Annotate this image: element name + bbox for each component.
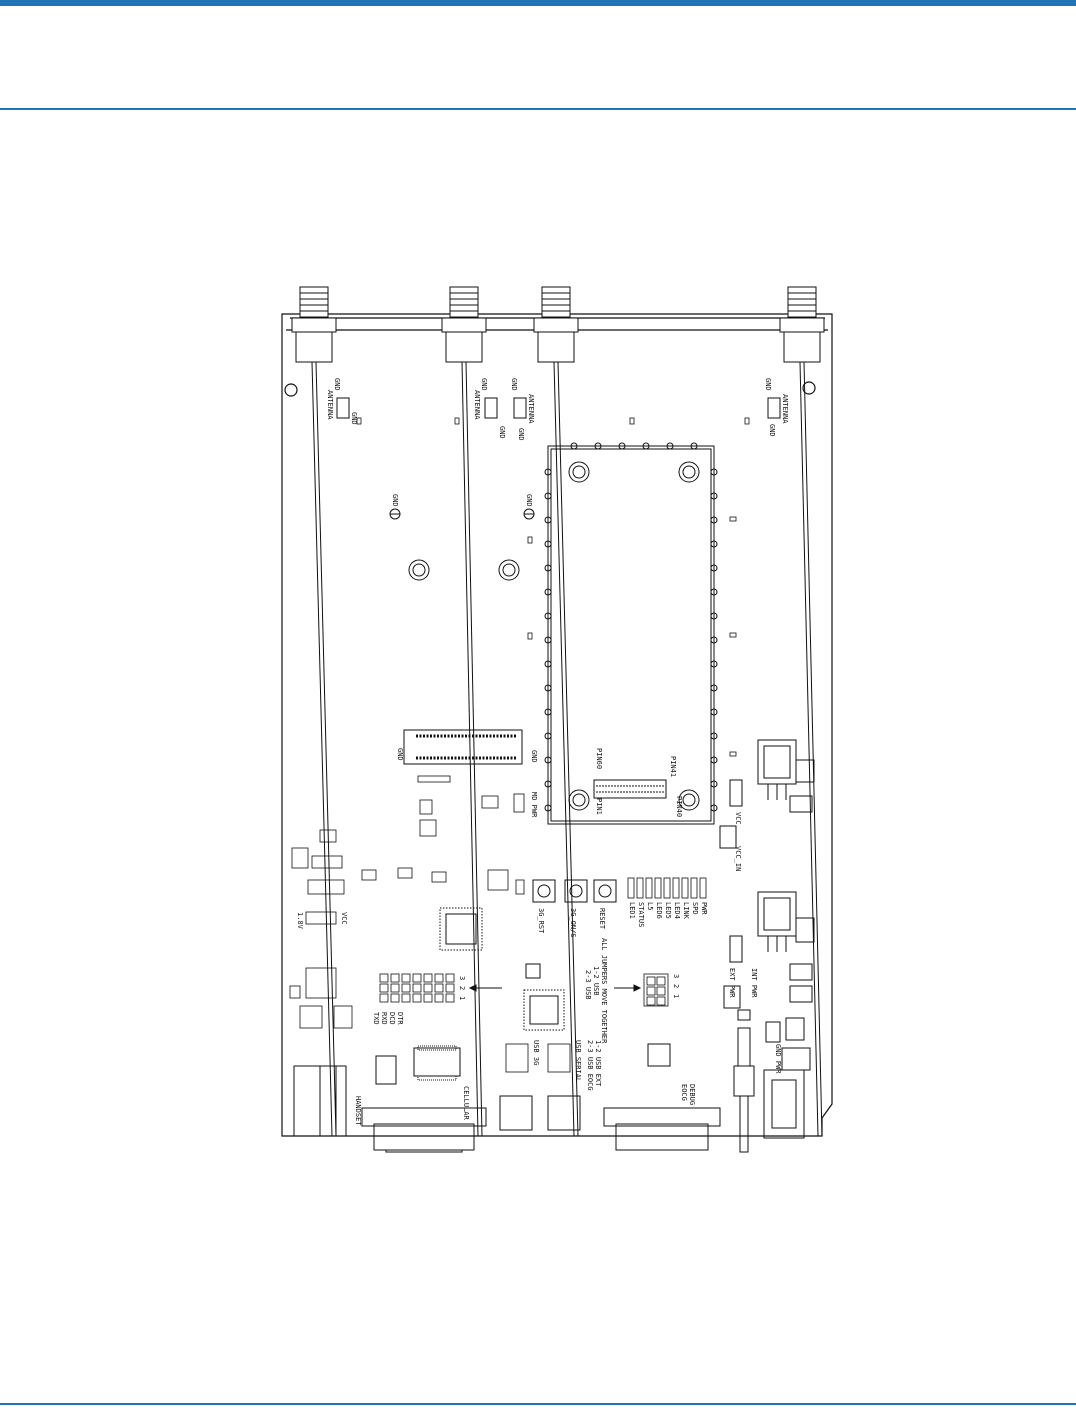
j23-usb-eocg-label: 2-3 USB EOCG: [586, 1040, 594, 1091]
3g-on-label: 3G_ON/S: [569, 908, 577, 938]
svg-text:GND: GND: [350, 412, 358, 425]
gnd-label: GND: [525, 494, 533, 507]
led: [681, 877, 689, 899]
pin40-label: PIN40: [675, 796, 683, 817]
antenna-cables: [311, 361, 823, 1137]
vcc-left-label: VCC: [340, 912, 348, 925]
jumper-num: 1: [458, 996, 466, 1000]
rxd-label: RXD: [380, 1012, 388, 1025]
antenna-connector-4: [779, 286, 825, 363]
small-pads: [356, 417, 750, 757]
led: [672, 877, 680, 899]
svg-text:1: 1: [672, 994, 680, 998]
svg-text:ANTENNA: ANTENNA: [781, 394, 789, 424]
header-rule-top: [0, 0, 1076, 6]
gnd-pwr-label: GND PWR: [774, 1044, 782, 1074]
led: [663, 877, 671, 899]
pin1-label: PIN1: [595, 798, 603, 815]
svg-text:GND: GND: [480, 378, 488, 391]
pin41-label: PIN41: [669, 756, 677, 777]
j12-usb-label: 1-2 USB: [592, 966, 600, 996]
footer-rule: [0, 1403, 1076, 1405]
antenna-connector-2: [441, 286, 487, 363]
txd-label: TXD: [372, 1012, 380, 1025]
jumper-arrows: [468, 984, 642, 992]
led: [690, 877, 698, 899]
led-label: LINK: [682, 902, 690, 920]
led: [654, 877, 662, 899]
led: [627, 877, 635, 899]
jumper-num: 3: [458, 976, 466, 980]
dtr-label: DTR: [396, 1012, 404, 1025]
antenna-connectors: [291, 286, 825, 363]
power-section: [719, 739, 815, 1153]
usb-3g-label: USB 3G: [532, 1040, 540, 1065]
led-label: LED6: [655, 902, 663, 919]
vcc-in-label: VCC_IN: [734, 846, 742, 871]
right-jumper-bank: [643, 973, 669, 1007]
minipcie-connector: [403, 729, 523, 765]
led: [636, 877, 644, 899]
debug-label: DEBUG: [688, 1084, 696, 1105]
j12-usb-ext-label: 1-2 USB EXT: [594, 1040, 602, 1087]
svg-text:GND: GND: [333, 378, 341, 391]
header-rule: [0, 108, 1076, 110]
svg-text:GND: GND: [530, 750, 538, 763]
svg-text:GND: GND: [768, 424, 776, 437]
j23-usb-label: 2-3 USB: [584, 970, 592, 1000]
serial-jumper-bank: [379, 973, 455, 1003]
svg-text:GND: GND: [510, 378, 518, 391]
1v8-label: 1.8V: [296, 912, 304, 930]
svg-text:GND: GND: [498, 426, 506, 439]
mounting-standoffs: [389, 461, 700, 811]
svg-text:GND: GND: [764, 378, 772, 391]
3g-module: [547, 445, 715, 825]
push-buttons: [532, 879, 617, 903]
led-label: LED4: [673, 902, 681, 919]
svg-text:GND: GND: [396, 748, 404, 761]
bottom-connectors: [293, 1065, 721, 1153]
ic-chips: [375, 907, 671, 1085]
int-pwr-label: INT PWR: [750, 968, 758, 998]
vcc-label: VCC: [734, 812, 742, 825]
passive-components: [361, 775, 525, 895]
led: [645, 877, 653, 899]
usb-serial-label: USB SERIAL: [574, 1040, 582, 1082]
usb-jumpers: [505, 1043, 571, 1073]
module-holes: [544, 442, 718, 812]
3g-rst-label: 3G_RST: [537, 908, 545, 934]
svg-text:GND: GND: [517, 428, 525, 441]
antenna-jumpers: GND ANTENNA GND GND ANTENNA GND GND ANTE…: [326, 378, 789, 441]
dcd-label: DCD: [388, 1012, 396, 1025]
svg-text:3: 3: [672, 974, 680, 978]
antenna-connector-3: [533, 286, 579, 363]
led-label: LED1: [628, 902, 636, 919]
led-label: LED5: [664, 902, 672, 919]
led-label: STATUS: [637, 902, 645, 927]
svg-text:ANTENNA: ANTENNA: [326, 390, 334, 420]
md-pwr-label: MD PWR: [530, 792, 538, 818]
svg-text:ANTENNA: ANTENNA: [473, 390, 481, 420]
handset-label: HANDSET: [354, 1096, 362, 1126]
reset-label: RESET: [598, 908, 606, 930]
gnd-label: GND: [391, 494, 399, 507]
cellular-label: CELLULAR: [462, 1086, 470, 1121]
led: [699, 877, 707, 899]
led-label: SPD: [691, 902, 699, 915]
led-label: PWR: [700, 902, 708, 915]
antenna-connector-1: [291, 286, 337, 363]
ext-pwr-label: EXT PWR: [728, 968, 736, 998]
led-label: L5: [646, 902, 654, 910]
pin60-label: PIN60: [595, 748, 603, 769]
all-jumpers-label: ALL JUMPERS MOVE TOGETHER: [600, 938, 608, 1044]
eocg-label: EOCG: [680, 1084, 688, 1101]
left-jumpers: [289, 829, 353, 1029]
jumper-num: 2: [458, 986, 466, 990]
svg-text:ANTENNA: ANTENNA: [527, 394, 535, 424]
svg-text:2: 2: [672, 984, 680, 988]
